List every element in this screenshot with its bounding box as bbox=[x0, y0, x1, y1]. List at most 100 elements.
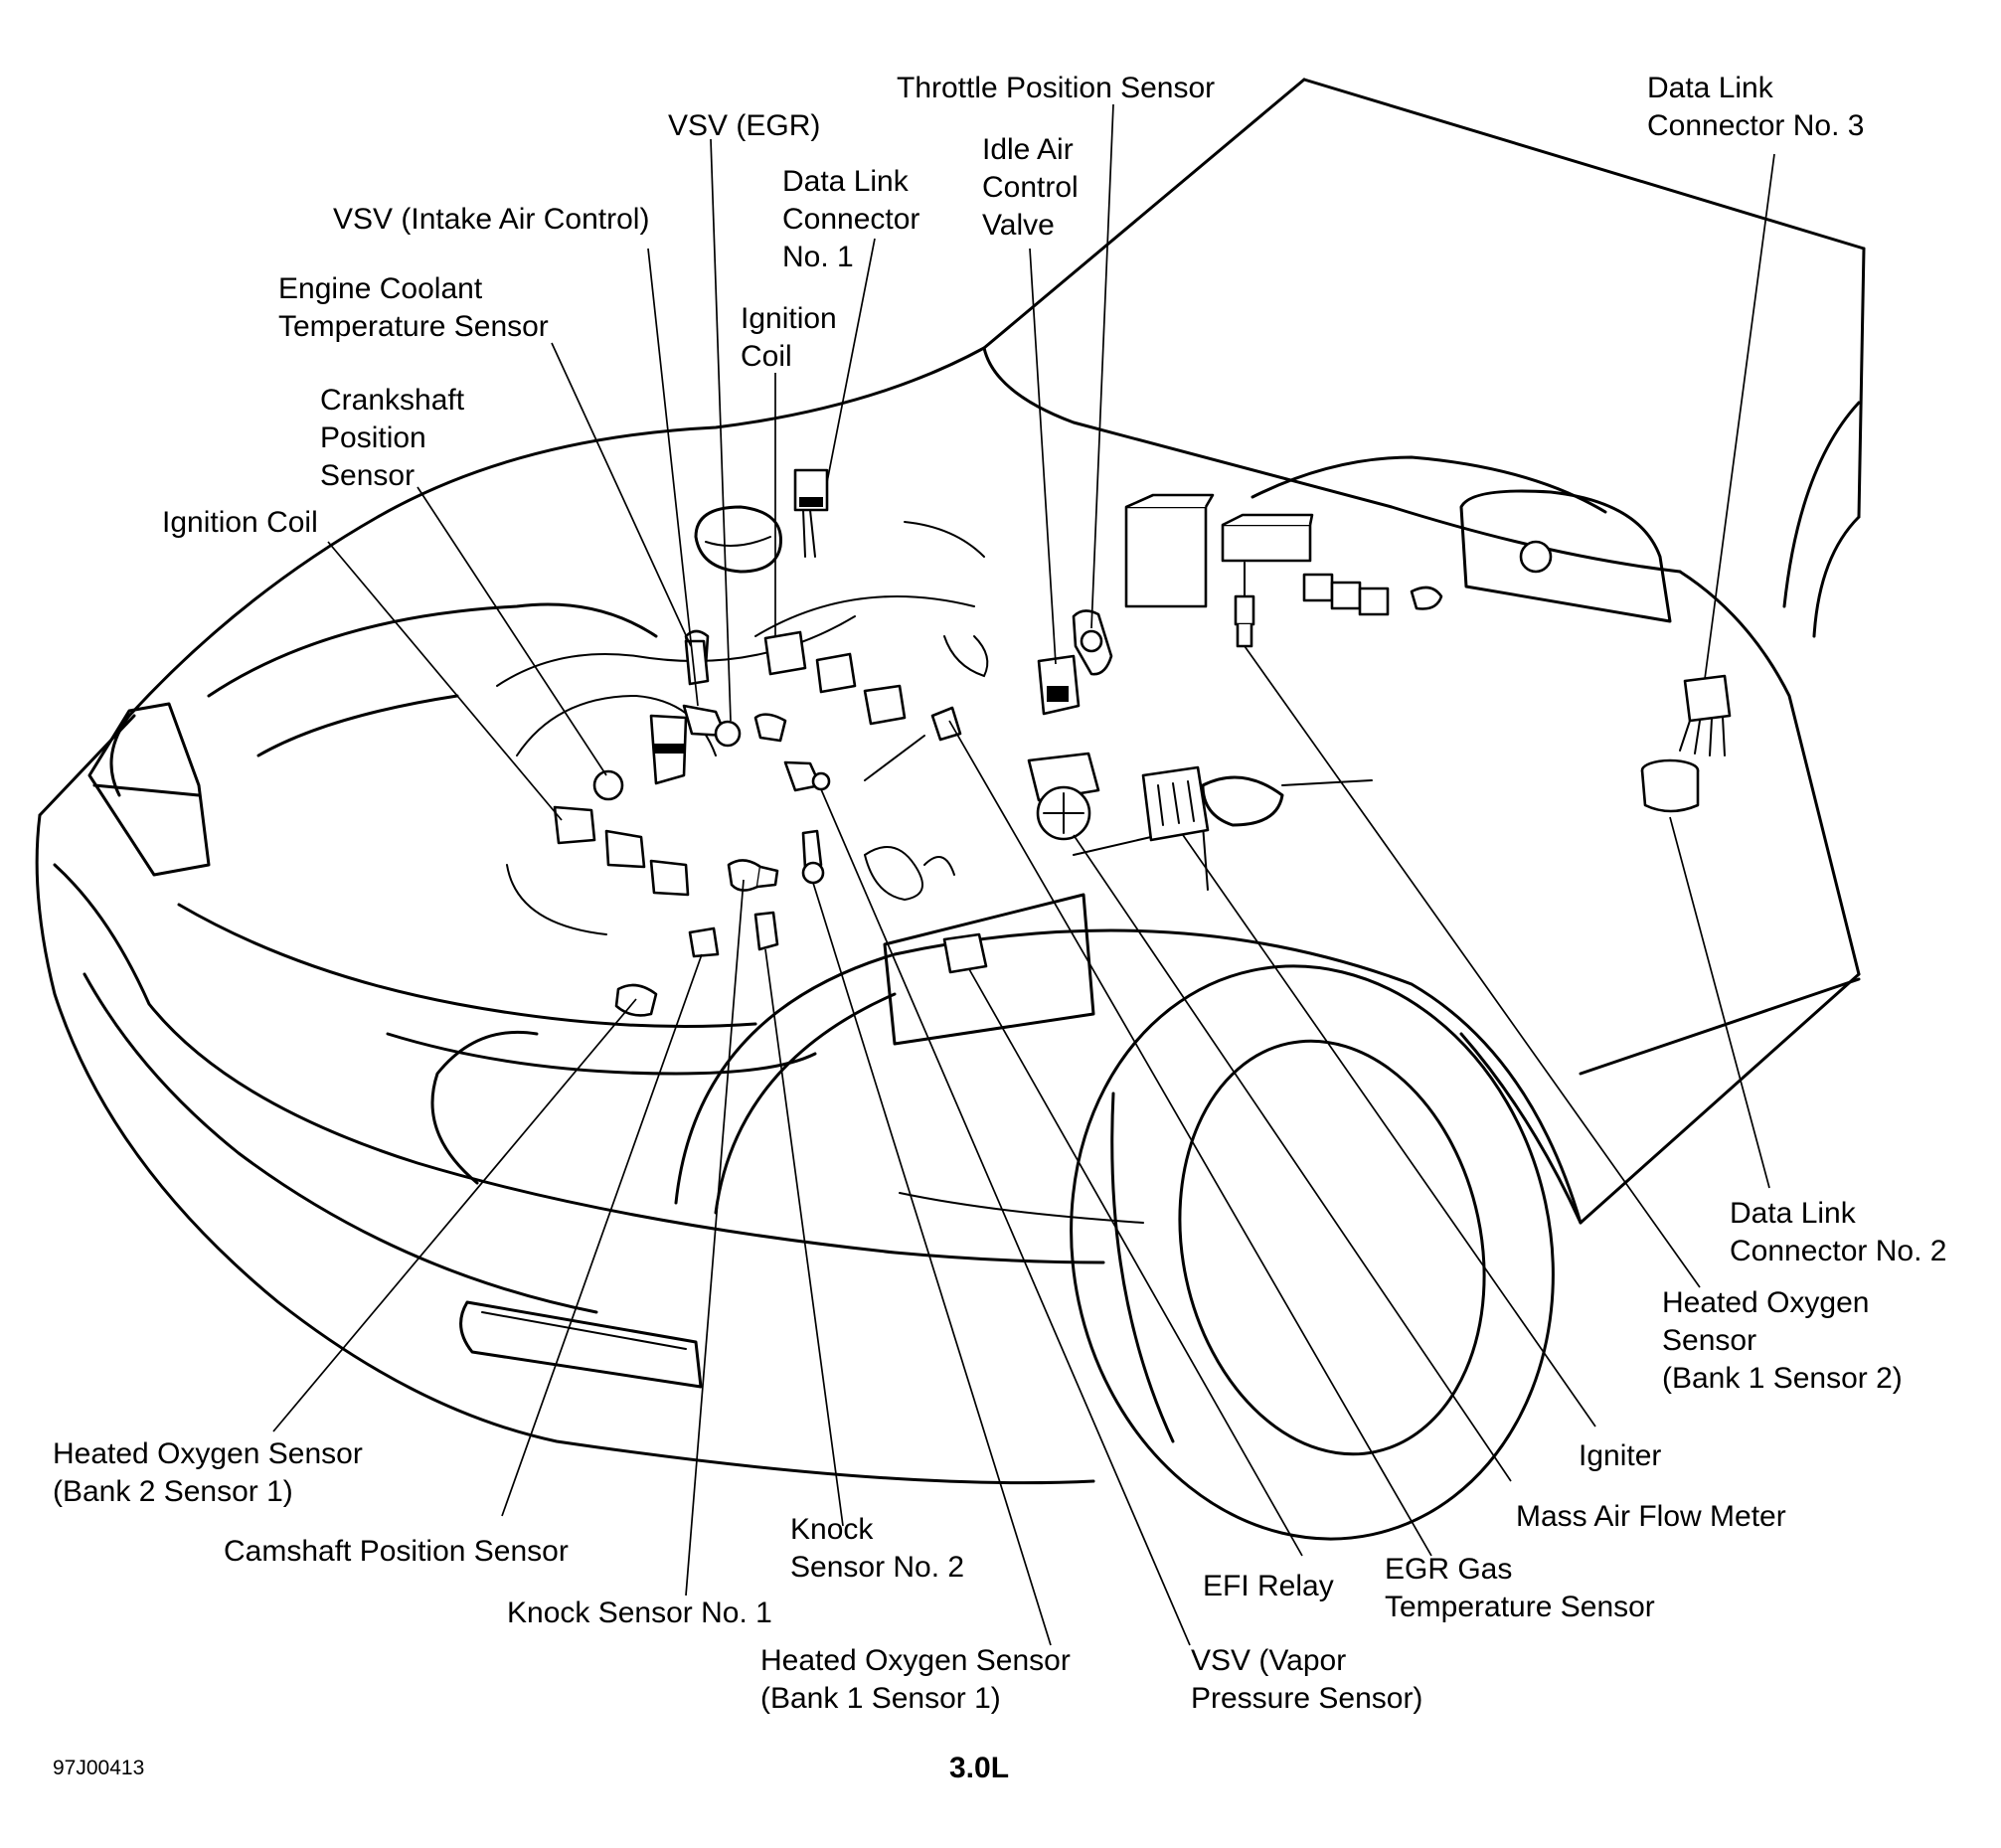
label-line: (Bank 1 Sensor 2) bbox=[1662, 1362, 1903, 1395]
leader-heated-oxygen-sensor-b1s2 bbox=[1244, 645, 1701, 1288]
label-knock-sensor-2: Knock Sensor No. 2 bbox=[790, 1513, 964, 1584]
leader-throttle-position-sensor bbox=[1090, 103, 1114, 629]
ecm-box-top bbox=[1125, 493, 1215, 509]
intake-manifold bbox=[754, 595, 975, 637]
bumper-lip bbox=[38, 714, 136, 817]
wheel-rim bbox=[1178, 1039, 1486, 1456]
cowl-to-fender bbox=[1251, 455, 1607, 514]
label-line: VSV (Vapor bbox=[1191, 1644, 1346, 1677]
misc-hose bbox=[864, 735, 925, 781]
figure-code: 97J00413 bbox=[53, 1757, 144, 1779]
ignition-coil-left-3 bbox=[649, 859, 690, 897]
label-line: Coil bbox=[741, 340, 792, 373]
leader-vsv-intake-air-control bbox=[647, 248, 699, 707]
strut-tower-left bbox=[430, 1030, 539, 1185]
leader-egr-gas-temperature-sensor bbox=[948, 720, 1432, 1557]
label-line: Position bbox=[320, 421, 426, 454]
ignition-coil-left-2 bbox=[604, 829, 646, 869]
front-tire bbox=[1070, 964, 1555, 1541]
leader-engine-coolant-temperature-sensor bbox=[551, 342, 692, 647]
strut-tower-right bbox=[883, 893, 1095, 1046]
ignition-coil-top-3 bbox=[863, 684, 907, 726]
a-pillar-inner bbox=[1812, 515, 1861, 638]
fog-lamp bbox=[459, 1300, 703, 1389]
grille-opening bbox=[386, 1032, 817, 1076]
booster-cap bbox=[1519, 540, 1553, 574]
leader-heated-oxygen-sensor-b1s1 bbox=[812, 882, 1052, 1646]
label-line: EGR Gas bbox=[1385, 1553, 1512, 1586]
label-line: Igniter bbox=[1579, 1439, 1661, 1472]
relay-1 bbox=[1302, 573, 1334, 602]
label-throttle-position-sensor: Throttle Position Sensor bbox=[897, 72, 1215, 104]
idle-air-control-valve bbox=[1037, 654, 1081, 716]
leader-data-link-connector-1 bbox=[826, 238, 876, 483]
label-line: Sensor bbox=[320, 459, 415, 492]
leader-efi-relay bbox=[968, 968, 1303, 1557]
ckp-band bbox=[654, 744, 684, 754]
leader-data-link-connector-2 bbox=[1669, 816, 1770, 1189]
igniter-fin bbox=[1157, 780, 1195, 826]
label-idle-air-control-valve: Idle Air Control Valve bbox=[982, 133, 1086, 242]
wheel-arch-inner bbox=[714, 992, 897, 1215]
label-line: Heated Oxygen Sensor bbox=[53, 1437, 363, 1470]
leader-lines bbox=[272, 103, 1775, 1646]
harness-loop-2 bbox=[923, 856, 955, 876]
label-vsv-egr: VSV (EGR) bbox=[668, 109, 820, 142]
knock-sensor-no-1 bbox=[727, 859, 762, 892]
label-line: Engine Coolant bbox=[278, 272, 483, 305]
label-data-link-connector-2: Data Link Connector No. 2 bbox=[1730, 1197, 1946, 1267]
leader-knock-sensor-1 bbox=[685, 879, 745, 1596]
label-line: Camshaft Position Sensor bbox=[224, 1535, 569, 1568]
vsv-egr-vacuum bbox=[753, 713, 787, 743]
ecm-box bbox=[1124, 505, 1208, 608]
maf-tube-cross bbox=[1043, 792, 1084, 834]
leader-igniter bbox=[1182, 834, 1596, 1428]
hood-outline bbox=[127, 346, 986, 718]
label-line: Data Link bbox=[1730, 1197, 1857, 1230]
label-line: Heated Oxygen Sensor bbox=[760, 1644, 1071, 1677]
brake-booster bbox=[1459, 489, 1672, 623]
leader-heated-oxygen-sensor-b2s1 bbox=[272, 998, 637, 1432]
components bbox=[553, 468, 1732, 1017]
label-engine-coolant-temperature-sensor: Engine Coolant Temperature Sensor bbox=[278, 272, 549, 343]
label-line: Mass Air Flow Meter bbox=[1516, 1500, 1786, 1533]
labels: Throttle Position Sensor Data Link Conne… bbox=[53, 72, 1946, 1784]
relay-block-top bbox=[1222, 513, 1314, 527]
front-bumper bbox=[35, 813, 1095, 1485]
washer-line bbox=[1281, 779, 1373, 786]
label-line: Control bbox=[982, 171, 1079, 204]
leader-knock-sensor-2 bbox=[764, 948, 844, 1527]
label-line: Pressure Sensor) bbox=[1191, 1682, 1422, 1715]
engine-block-side bbox=[506, 864, 607, 935]
label-line: (Bank 2 Sensor 1) bbox=[53, 1475, 293, 1508]
windshield-outline-left bbox=[982, 78, 1306, 350]
ho2s-b1s1-base bbox=[801, 861, 825, 885]
vehicle-outline-drawing bbox=[35, 78, 1866, 1541]
label-line: (Bank 1 Sensor 1) bbox=[760, 1682, 1001, 1715]
label-line: Throttle Position Sensor bbox=[897, 72, 1215, 104]
label-line: Sensor No. 2 bbox=[790, 1551, 964, 1584]
body-crease bbox=[899, 1192, 1144, 1224]
fender-top bbox=[1678, 570, 1861, 976]
engine-coolant-temperature-sensor bbox=[684, 639, 710, 686]
leader-data-link-connector-3 bbox=[1704, 153, 1775, 680]
harness-loop bbox=[864, 846, 923, 902]
leader-idle-air-control-valve bbox=[1029, 248, 1057, 665]
under-hood-lip bbox=[177, 903, 757, 1028]
bumper-upper bbox=[53, 863, 1105, 1264]
intake-dome-inner bbox=[705, 536, 771, 547]
egr-gas-temp-sensor-tip bbox=[1236, 624, 1253, 648]
radiator-support bbox=[207, 602, 658, 698]
relay-2 bbox=[1330, 581, 1362, 610]
a-pillar bbox=[1782, 401, 1861, 608]
label-line: Ignition bbox=[741, 302, 837, 335]
ignition-coil-left-1 bbox=[553, 805, 596, 845]
label-line: VSV (EGR) bbox=[668, 109, 820, 142]
mass-air-flow-meter bbox=[1027, 752, 1100, 802]
dlc3-wires bbox=[1679, 716, 1726, 756]
fog-lamp-inner bbox=[481, 1311, 687, 1350]
dlc1-wire bbox=[802, 509, 816, 558]
ignition-coil-top-1 bbox=[763, 630, 807, 676]
label-line: Knock Sensor No. 1 bbox=[507, 1596, 772, 1629]
